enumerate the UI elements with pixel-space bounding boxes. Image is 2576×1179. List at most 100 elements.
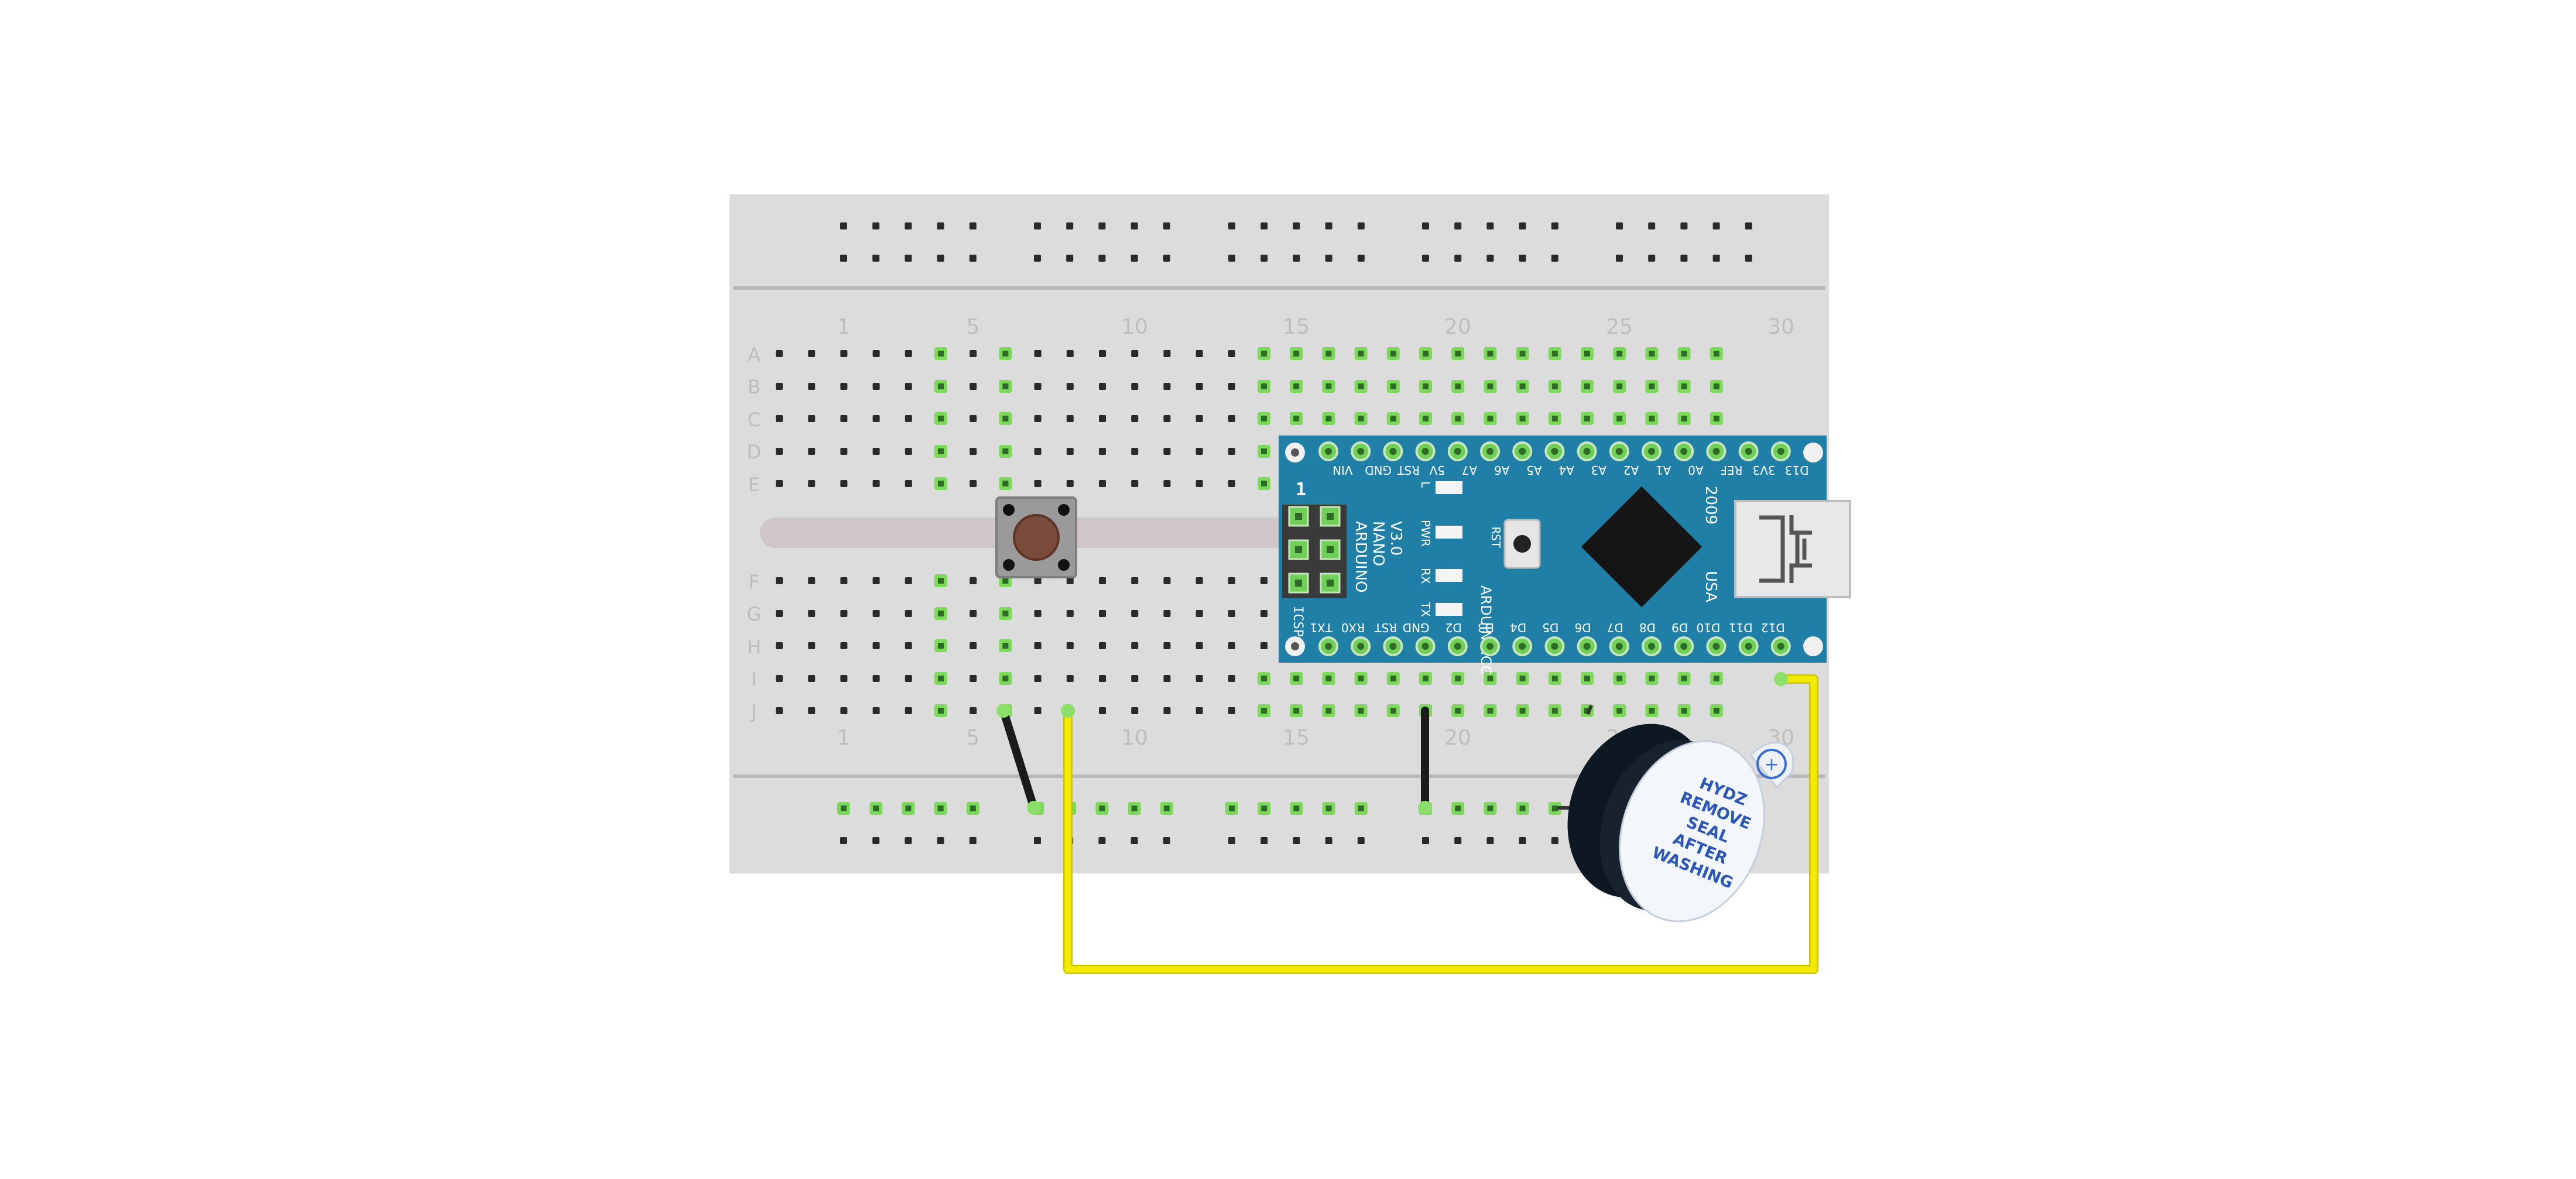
push-button-leg (1058, 559, 1070, 571)
breadboard-hole (840, 383, 848, 390)
pin-center (1421, 643, 1429, 650)
hole-center (1551, 676, 1558, 681)
hole-center (1551, 806, 1558, 811)
arduino-pin-label: GND (1365, 463, 1392, 477)
signal-wire[interactable] (1064, 676, 1817, 973)
breadboard-hole (1228, 837, 1235, 844)
pin-center (1327, 513, 1334, 520)
push-button-cap[interactable] (1013, 514, 1060, 561)
icsp-label: ICSP (1290, 606, 1305, 637)
hole-center (1358, 806, 1364, 811)
breadboard-hole (1034, 577, 1042, 584)
breadboard-hole (808, 610, 816, 617)
push-button-leg (1003, 559, 1015, 571)
breadboard-hole (776, 383, 783, 390)
buzzer-seal-label (1619, 740, 1765, 923)
breadboard-hole (1099, 642, 1106, 649)
hole-center (1002, 383, 1009, 389)
pin-center (1680, 643, 1688, 650)
hole-center (841, 806, 847, 811)
breadboard-hole (1131, 577, 1139, 584)
arduino-pin-label: D12 (1761, 621, 1785, 635)
hole-center (1293, 351, 1300, 357)
ground-wire-button[interactable] (999, 707, 1038, 812)
breadboard-hole (1034, 222, 1041, 229)
breadboard-hole (1195, 350, 1203, 357)
arduino-pin-label: A1 (1656, 463, 1671, 477)
breadboard-hole (970, 415, 977, 422)
piezo-buzzer: + HYDZ REMOVE SEAL AFTER WASHING (1557, 704, 1794, 923)
breadboard-hole (905, 448, 912, 455)
hole-center (1713, 351, 1719, 357)
pin-center (1486, 643, 1493, 650)
hole-center (1519, 708, 1526, 714)
column-number: 5 (967, 726, 980, 750)
wire-endpoint (996, 704, 1010, 718)
led-rx (1436, 569, 1462, 582)
pin-center (1389, 643, 1397, 650)
hole-center (1649, 676, 1655, 681)
hole-center (1455, 383, 1461, 389)
breadboard-hole (1454, 837, 1462, 844)
polarity-marker (1756, 749, 1787, 779)
breadboard-hole (1228, 415, 1235, 422)
breadboard-hole (776, 707, 783, 714)
hole-center (938, 611, 944, 616)
breadboard-hole (1357, 222, 1365, 229)
arduino-pin-label: A6 (1494, 463, 1509, 477)
hole-center (1713, 416, 1719, 421)
hole-center (1325, 708, 1332, 714)
column-number: 10 (1121, 726, 1148, 750)
breadboard-hole (808, 383, 816, 390)
breadboard-hole (1131, 675, 1139, 682)
row-letter: J (750, 701, 756, 723)
breadboard-hole (1099, 707, 1106, 714)
pin-center (1325, 643, 1332, 650)
breadboard-hole (1680, 222, 1688, 229)
breadboard-hole (840, 577, 848, 584)
column-numbers-top: 1 5 10 15 20 25 30 (837, 315, 1794, 339)
mounting-hole (1803, 636, 1823, 656)
hole-center (1423, 383, 1429, 389)
arduino-pin-label: D11 (1729, 621, 1753, 635)
pin-center (1583, 643, 1591, 650)
breadboard-hole (1551, 222, 1558, 229)
breadboard-hole (776, 675, 783, 682)
breadboard-hole (1066, 350, 1074, 357)
hole-center (1455, 416, 1461, 421)
hole-center (1358, 676, 1364, 681)
breadboard-hole (1260, 577, 1268, 584)
reset-button[interactable]: RST (1489, 519, 1541, 569)
breadboard-hole (969, 255, 977, 262)
breadboard-hole (1034, 837, 1041, 844)
breadboard-hole (1034, 383, 1042, 390)
pin-center (1648, 448, 1655, 455)
hole-center (1616, 383, 1623, 389)
breadboard-hole (1163, 577, 1171, 584)
column-number: 15 (1283, 726, 1310, 750)
arduino-pin-headers (1318, 441, 1791, 656)
usb-connector (1734, 500, 1851, 598)
breadboard-hole (840, 707, 848, 714)
hole-center (1649, 351, 1655, 357)
arduino-nano: 1 ICSP ARDUINO NANO V3.0 ARDUINO.CC 2009… (1279, 436, 1851, 675)
hole-center (1002, 448, 1009, 454)
pin-center (1583, 448, 1591, 455)
breadboard-hole (1131, 222, 1138, 229)
hole-center (1681, 383, 1687, 389)
hole-center (1649, 416, 1655, 421)
hole-center (1487, 416, 1493, 421)
hole-center (1261, 448, 1267, 454)
hole-center (1325, 806, 1332, 811)
hole-center (1261, 481, 1267, 486)
breadboard-hole (872, 642, 880, 649)
hole-center (1616, 351, 1623, 357)
arduino-pin-label: D2 (1445, 621, 1462, 635)
hole-center (1390, 383, 1396, 389)
breadboard-hole (872, 837, 880, 844)
breadboard-hole (872, 383, 880, 390)
hole-center (1325, 676, 1332, 681)
hole-center (1293, 806, 1300, 811)
push-button[interactable] (995, 496, 1077, 578)
